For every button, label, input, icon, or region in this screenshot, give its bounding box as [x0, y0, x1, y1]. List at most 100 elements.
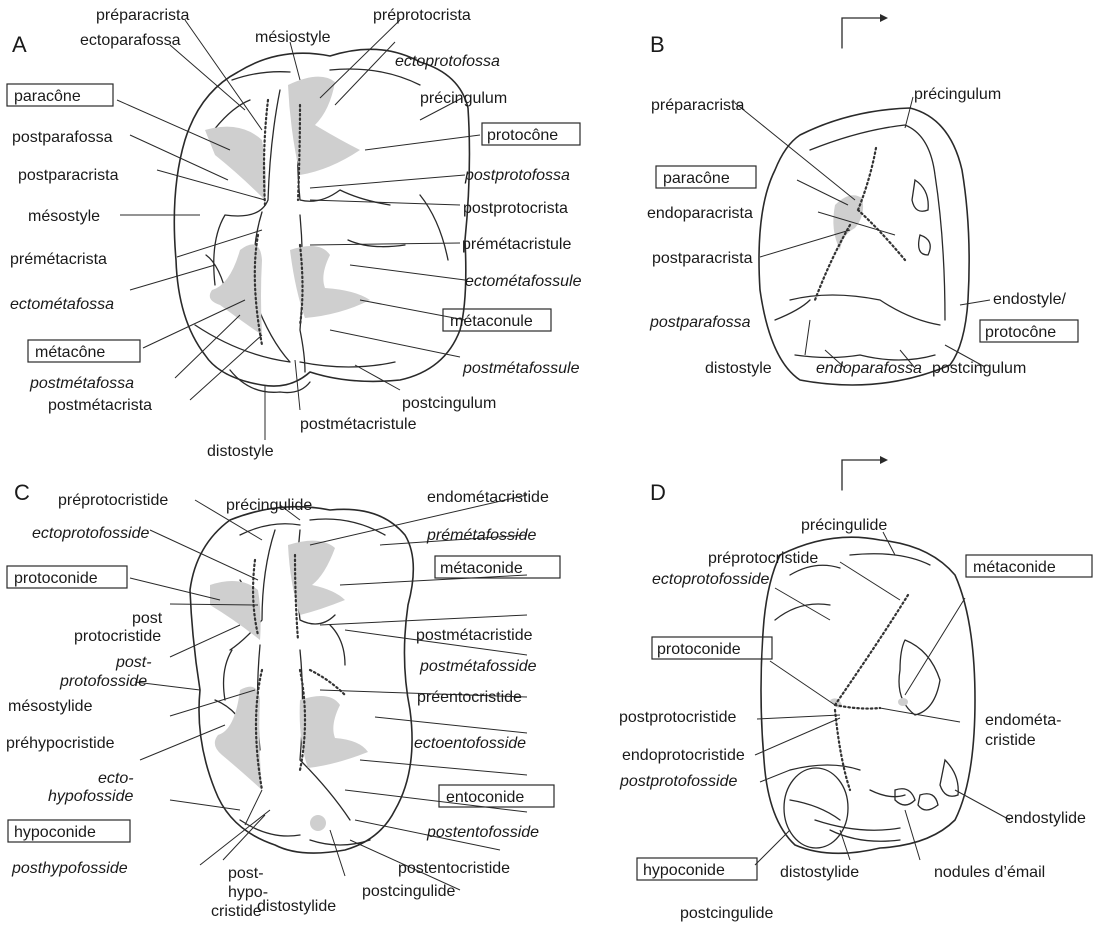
- label-b-protocone: protocône: [985, 324, 1056, 341]
- label-postprotofossa: postprotofossa: [464, 167, 570, 184]
- orientation-arrow-b: [842, 18, 880, 48]
- label-c-postmetafosside: postmétafosside: [419, 658, 537, 675]
- label-b-postparafossa: postparafossa: [649, 314, 751, 331]
- label-c-post2: post-: [115, 654, 152, 671]
- label-postmetafossa: postmétafossa: [29, 375, 134, 392]
- label-paracone: paracône: [14, 88, 81, 105]
- label-c-prehypocristide: préhypocristide: [6, 735, 115, 752]
- label-c-preentocristide: préentocristide: [417, 689, 522, 706]
- label-mesostyle: mésostyle: [28, 208, 100, 225]
- label-postmetacristule: postmétacristule: [300, 416, 417, 433]
- label-premetacristule: prémétacristule: [462, 236, 571, 253]
- label-c-hypofosside: hypofosside: [48, 788, 133, 805]
- tooth-d-ridges: [775, 554, 958, 842]
- label-c-post: post: [132, 610, 163, 627]
- label-premetacrista: prémétacrista: [10, 251, 107, 268]
- paracone-shade: [205, 127, 266, 200]
- label-c-precingulide: précingulide: [226, 497, 312, 514]
- label-c-preprotocristide: préprotocristide: [58, 492, 168, 509]
- label-d-postprotocristide: postprotocristide: [619, 709, 736, 726]
- label-d-metaconide: métaconide: [973, 559, 1056, 576]
- label-d-postcingulide: postcingulide: [680, 905, 774, 922]
- label-postmetafossule: postmétafossule: [462, 360, 580, 377]
- label-postmetacrista: postmétacrista: [48, 397, 152, 414]
- label-b-preparacrista: préparacrista: [651, 97, 744, 114]
- panel-d: D précingulide préprotocristide métaconi…: [619, 456, 1092, 922]
- label-d-preprotocristide: préprotocristide: [708, 550, 818, 567]
- panel-a: A préparacrista préprotocrista mésiostyl…: [7, 7, 582, 460]
- panel-letter-a: A: [12, 32, 27, 57]
- label-b-endoparacrista: endoparacrista: [647, 205, 753, 222]
- label-protocone: protocône: [487, 127, 558, 144]
- label-preparacrista: préparacrista: [96, 7, 189, 24]
- label-postcingulum: postcingulum: [402, 395, 496, 412]
- label-ectometafossa: ectométafossa: [10, 296, 114, 313]
- arrow-head-b: [880, 14, 888, 22]
- label-c-ectoprotofosside: ectoprotofosside: [32, 525, 150, 542]
- label-ectoprotofossa: ectoprotofossa: [395, 53, 500, 70]
- crest-b: [815, 148, 905, 300]
- label-b-precingulum: précingulum: [914, 86, 1001, 103]
- label-postprotocrista: postprotocrista: [463, 200, 568, 217]
- label-preprotocrista: préprotocrista: [373, 7, 471, 24]
- distostylide-shade: [310, 815, 326, 831]
- label-c-protofosside: protofosside: [59, 673, 147, 690]
- entoconide-shade: [300, 696, 368, 768]
- metaconide-d-shade: [898, 698, 908, 706]
- hypoconide-shade: [215, 687, 262, 790]
- label-c-protocristide: protocristide: [74, 628, 161, 645]
- label-d-precingulide: précingulide: [801, 517, 887, 534]
- tooth-a-ridges: [195, 69, 448, 393]
- label-c-posthypofosside: posthypofosside: [11, 860, 128, 877]
- label-distostyle-a: distostyle: [207, 443, 274, 460]
- label-c-hypoconide: hypoconide: [14, 824, 96, 841]
- label-b-postparacrista: postparacrista: [652, 250, 753, 267]
- label-c-metaconide: métaconide: [440, 560, 523, 577]
- label-d-hypoconide: hypoconide: [643, 862, 725, 879]
- paracone-b-shade: [833, 195, 863, 250]
- label-precingulum: précingulum: [420, 90, 507, 107]
- panel-b: B préparacrista précingulum paracône end…: [647, 14, 1078, 385]
- orientation-arrow-d: [842, 460, 880, 490]
- arrow-head-d: [880, 456, 888, 464]
- label-b-distostyle: distostyle: [705, 360, 772, 377]
- leaders-b: [735, 97, 990, 368]
- label-b-postcingulum: postcingulum: [932, 360, 1026, 377]
- panel-letter-c: C: [14, 480, 30, 505]
- label-d-endometa: endométa-: [985, 712, 1062, 729]
- label-mesiostyle: mésiostyle: [255, 29, 331, 46]
- label-c-protoconide: protoconide: [14, 570, 98, 587]
- label-c-mesostylide: mésostylide: [8, 698, 93, 715]
- tooth-b-outline: [759, 108, 969, 385]
- label-c-distostylide: distostylide: [257, 898, 336, 915]
- label-c-postentofosside: postentofosside: [426, 824, 539, 841]
- label-d-nodules: nodules d’émail: [934, 864, 1045, 881]
- label-c-premetafosside: prémétafosside: [426, 527, 536, 544]
- label-ectoparafossa: ectoparafossa: [80, 32, 181, 49]
- tooth-b-ridges: [775, 125, 945, 360]
- label-d-endoprotocristide: endoprotocristide: [622, 747, 745, 764]
- label-d-cristide: cristide: [985, 732, 1036, 749]
- label-c-entoconide: entoconide: [446, 789, 524, 806]
- crest-d: [835, 595, 908, 790]
- label-b-endoparafossa: endoparafossa: [816, 360, 922, 377]
- panel-letter-d: D: [650, 480, 666, 505]
- label-ectometafossule: ectométafossule: [465, 273, 582, 290]
- label-metacone: métacône: [35, 344, 105, 361]
- label-c-postmetacristide: postmétacristide: [416, 627, 533, 644]
- label-c-cristide: cristide: [211, 903, 262, 920]
- label-c-post3: post-: [228, 865, 264, 882]
- label-postparacrista: postparacrista: [18, 167, 119, 184]
- label-d-ectoprotofosside: ectoprotofosside: [652, 571, 770, 588]
- label-c-postentocristide: postentocristide: [398, 860, 510, 877]
- hypoconide-cusp-d: [784, 768, 848, 848]
- tooth-d-outline: [761, 537, 975, 853]
- label-c-endometacristide: endométacristide: [427, 489, 549, 506]
- label-c-ecto: ecto-: [98, 770, 134, 787]
- leaders-d: [755, 532, 1010, 865]
- label-d-protoconide: protoconide: [657, 641, 741, 658]
- label-c-ectoentofosside: ectoentofosside: [414, 735, 526, 752]
- label-c-postcingulide: postcingulide: [362, 883, 456, 900]
- panel-letter-b: B: [650, 32, 665, 57]
